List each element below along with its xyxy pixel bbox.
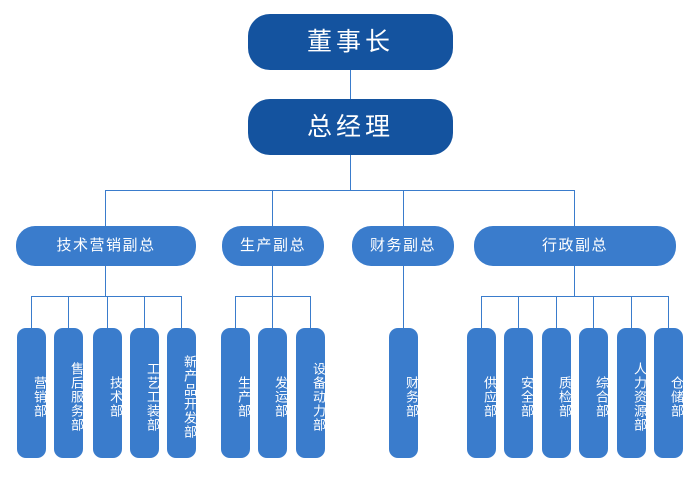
node-dept-finance[interactable]: 财务部 xyxy=(389,328,419,458)
connector-vp1-dept-5 xyxy=(181,296,182,328)
connector-vp1-dept-3 xyxy=(107,296,108,328)
node-chairman[interactable]: 董事长 xyxy=(248,14,453,70)
connector-vp4-dept-5 xyxy=(631,296,632,328)
node-dept-new-product-development[interactable]: 新产品开发部 xyxy=(167,328,197,458)
node-dept-process-tooling[interactable]: 工艺工装部 xyxy=(130,328,160,458)
node-vp-production[interactable]: 生产副总 xyxy=(222,226,324,266)
node-dept-safety[interactable]: 安全部 xyxy=(504,328,534,458)
connector-vp4-bus xyxy=(481,296,668,297)
connector-vp4-dept-6 xyxy=(668,296,669,328)
connector-vp1-dept-1 xyxy=(31,296,32,328)
connector-vp4-dept-2 xyxy=(518,296,519,328)
connector-bus-to-vp-2 xyxy=(272,190,273,226)
node-dept-technology[interactable]: 技术部 xyxy=(93,328,123,458)
node-dept-marketing[interactable]: 营销部 xyxy=(17,328,47,458)
connector-vp1-dept-2 xyxy=(68,296,69,328)
connector-vp4-dept-1 xyxy=(481,296,482,328)
node-dept-shipping[interactable]: 发运部 xyxy=(258,328,288,458)
connector-vp4-dept-4 xyxy=(593,296,594,328)
connector-chairman-to-gm xyxy=(350,70,351,100)
connector-vp1-stem xyxy=(105,266,106,296)
connector-vp2-dept-1 xyxy=(235,296,236,328)
node-dept-supply[interactable]: 供应部 xyxy=(467,328,497,458)
connector-vp4-stem xyxy=(574,266,575,296)
connector-bus-to-vp-4 xyxy=(574,190,575,226)
node-dept-after-sales[interactable]: 售后服务部 xyxy=(54,328,84,458)
node-vp-finance[interactable]: 财务副总 xyxy=(352,226,454,266)
node-vp-tech-marketing[interactable]: 技术营销副总 xyxy=(16,226,196,266)
node-dept-warehouse[interactable]: 仓储部 xyxy=(654,328,684,458)
connector-bus-to-vp-3 xyxy=(403,190,404,226)
node-dept-human-resources[interactable]: 人力资源部 xyxy=(617,328,647,458)
connector-vp4-dept-3 xyxy=(556,296,557,328)
connector-vp2-dept-2 xyxy=(272,296,273,328)
node-dept-quality-inspection[interactable]: 质检部 xyxy=(542,328,572,458)
connector-bus-to-vp-1 xyxy=(105,190,106,226)
connector-gm-stem xyxy=(350,155,351,190)
connector-vp1-dept-4 xyxy=(144,296,145,328)
connector-vp2-dept-3 xyxy=(310,296,311,328)
connector-main-bus xyxy=(105,190,575,191)
connector-vp2-stem xyxy=(272,266,273,296)
connector-vp3-stem xyxy=(403,266,404,328)
node-dept-production[interactable]: 生产部 xyxy=(221,328,251,458)
node-general-manager[interactable]: 总经理 xyxy=(248,99,453,155)
node-dept-equipment-power[interactable]: 设备动力部 xyxy=(296,328,326,458)
node-vp-administration[interactable]: 行政副总 xyxy=(474,226,676,266)
node-dept-general-affairs[interactable]: 综合部 xyxy=(579,328,609,458)
connector-vp1-bus xyxy=(31,296,181,297)
